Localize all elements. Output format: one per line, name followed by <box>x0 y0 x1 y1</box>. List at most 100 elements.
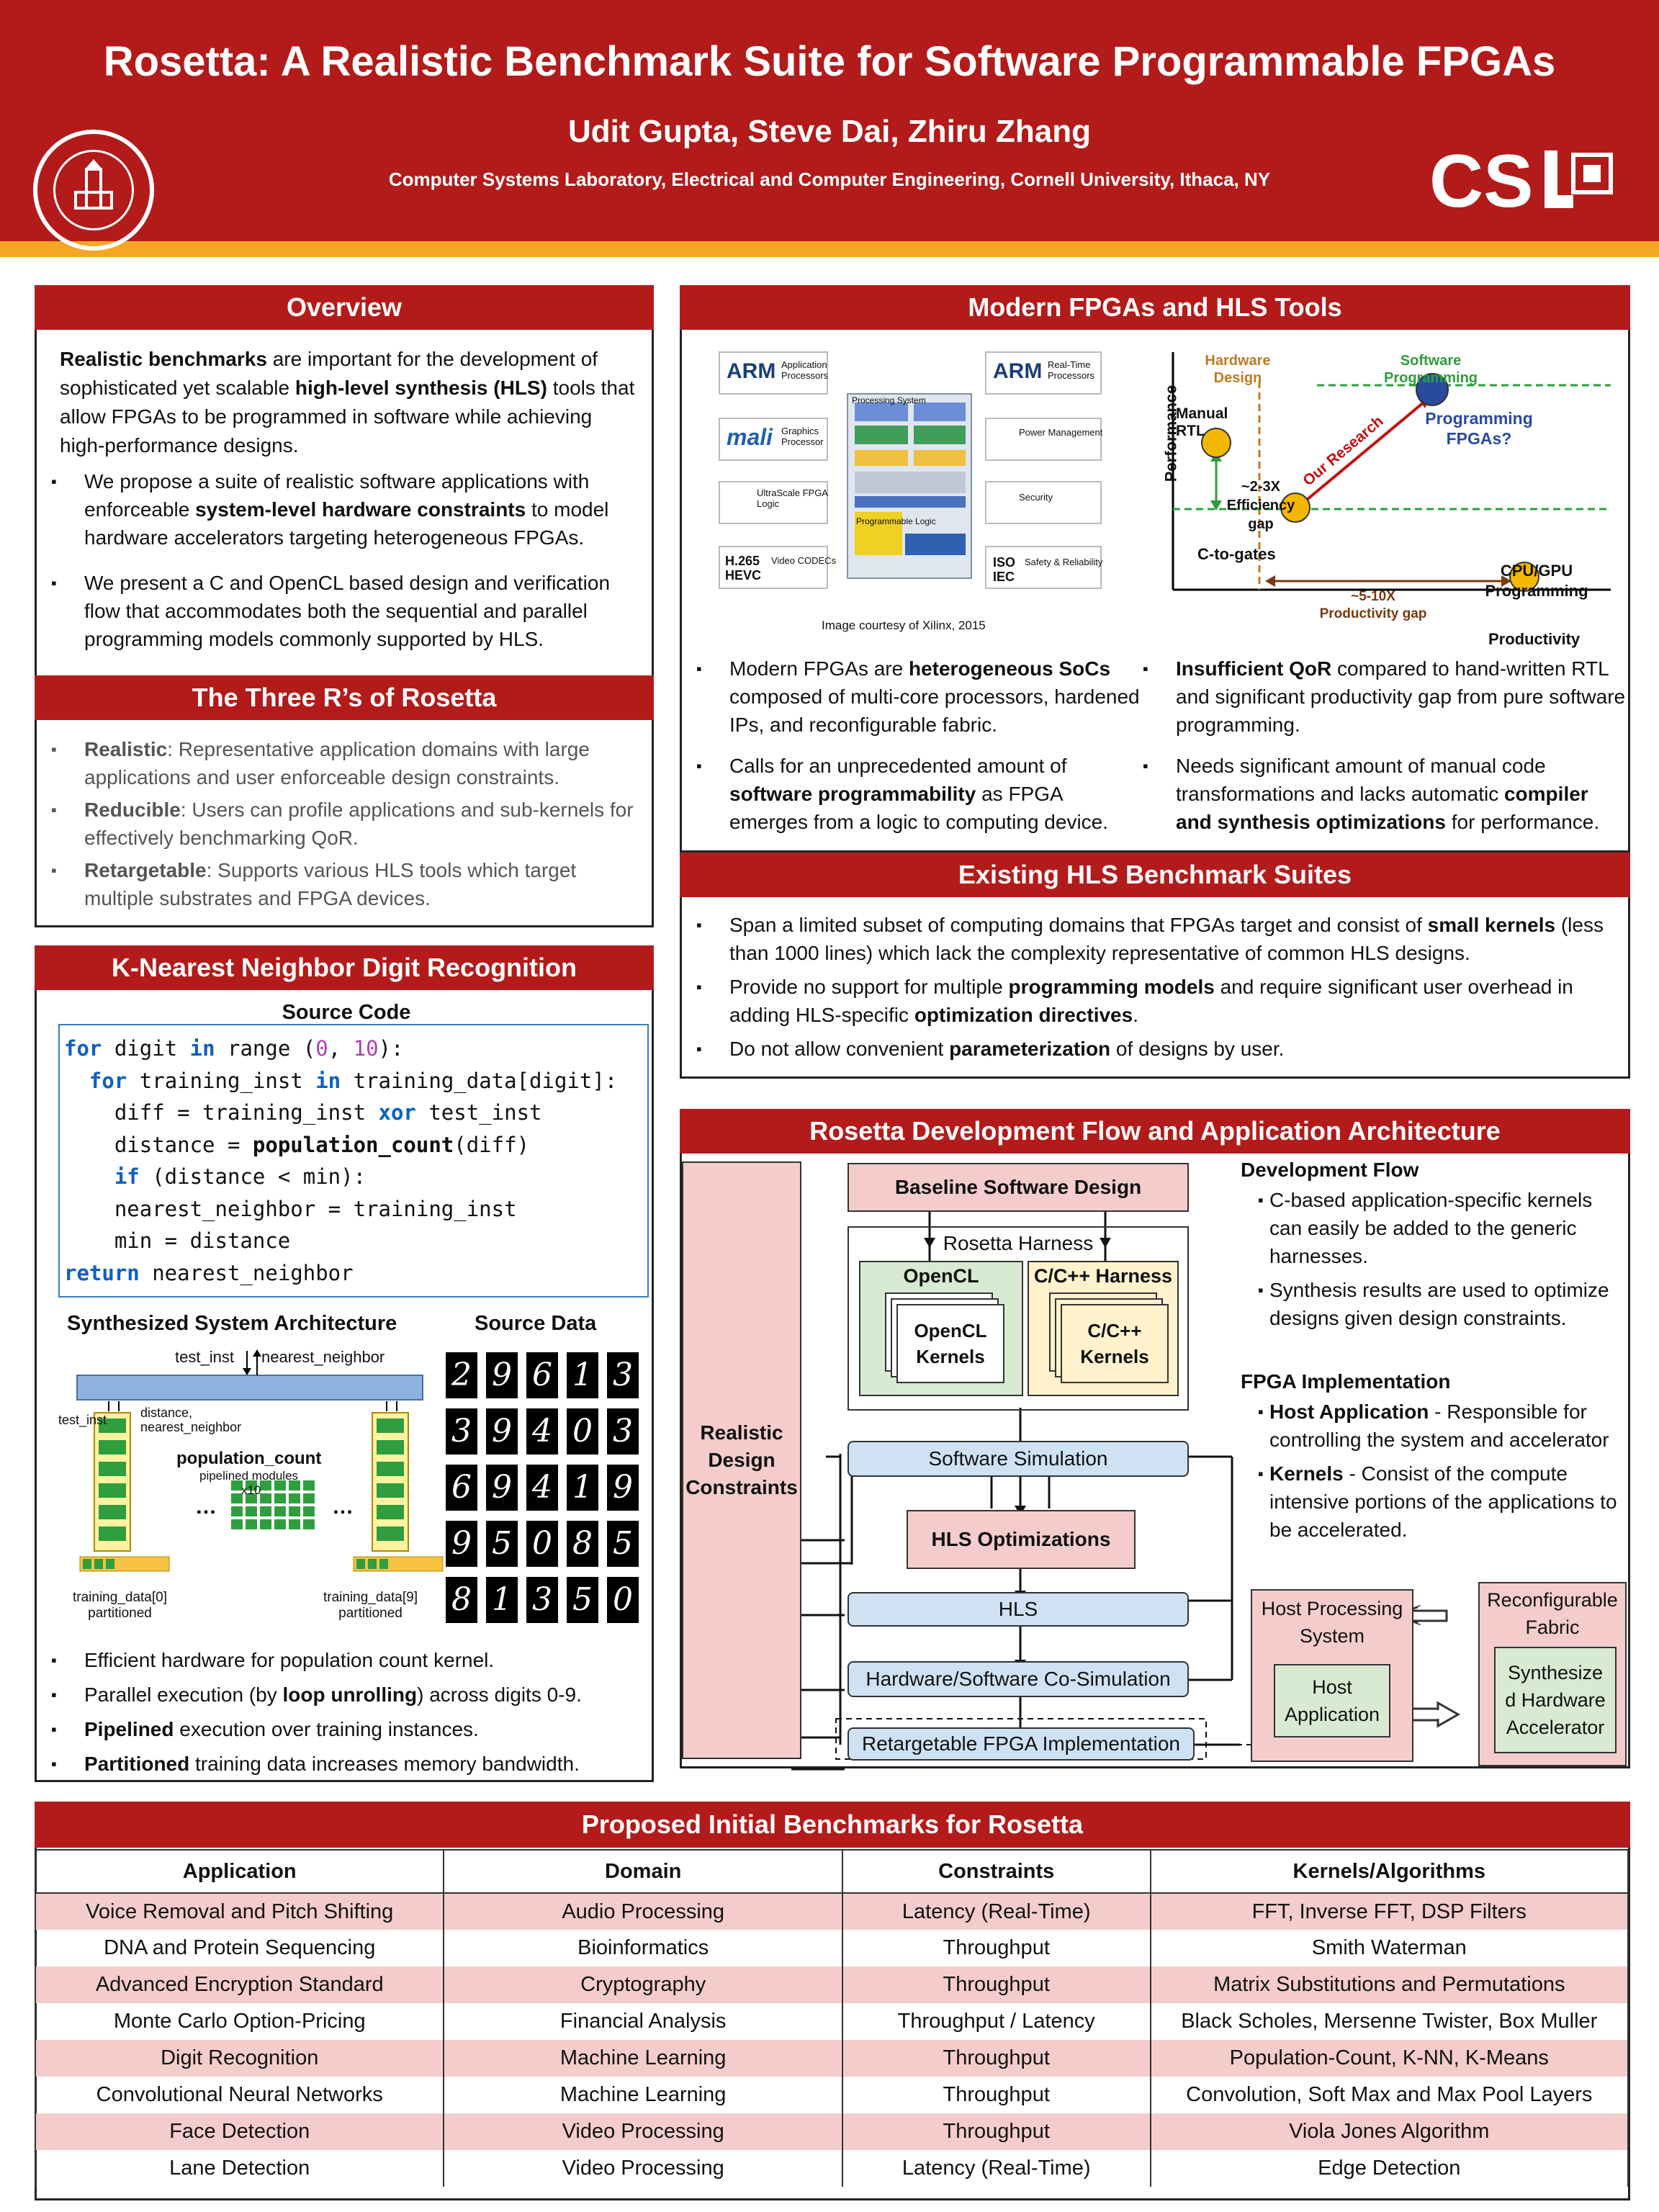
arch-label: Synthesized System Architecture <box>67 1312 397 1335</box>
cell-application: Advanced Encryption Standard <box>34 1966 445 2003</box>
knn-heading: K-Nearest Neighbor Digit Recognition <box>35 945 654 990</box>
cell-domain: Bioinformatics <box>443 1930 843 1966</box>
modern-right-bullets: Insufficient QoR compared to hand-writte… <box>1125 655 1629 846</box>
soc-arm1: ARM <box>727 359 776 383</box>
soc-hevc-sub: Video CODECs <box>771 555 837 566</box>
digit-cell: 5 <box>567 1577 598 1623</box>
dev-flow-heading: Rosetta Development Flow and Application… <box>680 1109 1630 1154</box>
three-rs-panel: The Three R’s of Rosetta Realistic: Repr… <box>35 675 654 927</box>
soc-hevc: H.265 HEVC <box>725 554 762 583</box>
soc-processing-system: Processing System <box>852 395 926 405</box>
existing-bullet-2: Provide no support for multiple programm… <box>679 973 1615 1029</box>
cell-domain: Audio Processing <box>443 1893 843 1930</box>
soc-block-diagram <box>719 351 1102 589</box>
digit-cell: 8 <box>567 1521 598 1567</box>
cornell-seal-icon <box>33 130 154 251</box>
existing-bullet-1: Span a limited subset of computing domai… <box>679 911 1615 967</box>
cell-application: Convolutional Neural Networks <box>34 2077 445 2113</box>
col-header-kernels: Kernels/Algorithms <box>1149 1849 1629 1894</box>
digit-cell: 4 <box>526 1408 558 1455</box>
existing-suites-panel: Existing HLS Benchmark Suites Span a lim… <box>680 853 1630 1079</box>
soc-mali: mali <box>727 424 773 450</box>
digit-cell: 5 <box>486 1521 518 1567</box>
chart-efficiency-gap: ~2-3X Efficiency gap <box>1226 479 1295 532</box>
digit-cell: 3 <box>526 1577 558 1623</box>
cell-constraints: Throughput / Latency <box>841 2003 1151 2040</box>
cell-kernels: Convolution, Soft Max and Max Pool Layer… <box>1149 2077 1629 2113</box>
digit-cell: 1 <box>567 1465 598 1511</box>
hls-box: HLS <box>848 1592 1189 1627</box>
digit-cell: 6 <box>446 1465 477 1511</box>
cell-domain: Machine Learning <box>443 2077 843 2113</box>
digit-cell: 9 <box>486 1408 518 1455</box>
dev-flow-bullets: C-based application-specific kernels can… <box>1241 1186 1629 1342</box>
arch-x10-label: x10 <box>241 1483 261 1497</box>
arch-test-inst-top: test_inst <box>175 1348 234 1366</box>
existing-suites-heading: Existing HLS Benchmark Suites <box>680 853 1630 897</box>
cell-kernels: Population-Count, K-NN, K-Means <box>1149 2040 1629 2077</box>
cell-kernels: Matrix Substitutions and Permutations <box>1149 1966 1629 2003</box>
soc-security: Security <box>1019 492 1053 503</box>
cell-kernels: Black Scholes, Mersenne Twister, Box Mul… <box>1149 2003 1629 2040</box>
soc-programmable-logic: Programmable Logic <box>856 516 936 526</box>
benchmarks-heading: Proposed Initial Benchmarks for Rosetta <box>35 1802 1630 1848</box>
cell-application: DNA and Protein Sequencing <box>34 1930 445 1966</box>
seal-inner-ring <box>53 150 134 230</box>
soc-image-credit: Image courtesy of Xilinx, 2015 <box>822 619 986 632</box>
modern-fpgas-heading: Modern FPGAs and HLS Tools <box>680 285 1630 330</box>
poster-header <box>0 0 1659 241</box>
digit-cell: 3 <box>607 1408 639 1455</box>
soc-arm1-sub: Application Processors <box>781 359 829 381</box>
cell-domain: Cryptography <box>443 1966 843 2003</box>
csl-logo-icon: CS <box>1429 140 1617 223</box>
impl-bullet-2: Kernels - Consist of the compute intensi… <box>1241 1460 1629 1544</box>
chart-hw-label: Hardware Design <box>1205 353 1271 386</box>
digit-cell: 0 <box>567 1408 598 1455</box>
digit-cell: 3 <box>607 1352 639 1398</box>
sw-sim-box: Software Simulation <box>848 1441 1189 1477</box>
digit-cell: 9 <box>607 1465 639 1511</box>
cell-constraints: Throughput <box>841 1966 1151 2003</box>
svg-text:…: … <box>195 1495 217 1519</box>
poster-title: Rosetta: A Realistic Benchmark Suite for… <box>103 38 1556 85</box>
benchmarks-header-row: Application Domain Constraints Kernels/A… <box>34 1849 1629 1894</box>
opencl-label: OpenCL <box>903 1265 979 1287</box>
existing-bullet-3: Do not allow convenient parameterization… <box>679 1035 1615 1063</box>
cell-constraints: Latency (Real-Time) <box>841 1893 1151 1930</box>
dev-flow-bullet-1: C-based application-specific kernels can… <box>1241 1186 1629 1270</box>
digit-cell: 2 <box>446 1352 477 1398</box>
cell-constraints: Throughput <box>841 1930 1151 1966</box>
arch-pipelined-label: pipelined modules <box>199 1469 299 1483</box>
cell-domain: Machine Learning <box>443 2040 843 2077</box>
poster-affiliation: Computer Systems Laboratory, Electrical … <box>388 168 1271 190</box>
overview-intro-text-2: tools that allow FPGAs to be programmed … <box>60 377 635 457</box>
chart-xlabel: Productivity <box>1488 630 1581 648</box>
digit-cell: 5 <box>607 1521 639 1567</box>
overview-bullet-2: We present a C and OpenCL based design a… <box>34 569 646 653</box>
modern-left-bullet-1: Modern FPGAs are heterogeneous SoCs comp… <box>679 655 1140 739</box>
cell-constraints: Throughput <box>841 2113 1151 2150</box>
existing-bullets: Span a limited subset of computing domai… <box>679 911 1615 1073</box>
modern-right-bullet-1: Insufficient QoR compared to hand-writte… <box>1125 655 1629 739</box>
fabric-label: Reconfigurable Fabric <box>1487 1589 1618 1638</box>
digit-cell: 9 <box>486 1352 518 1398</box>
overview-intro-text-1: are important for the development of sop… <box>60 348 598 399</box>
hps-label: Host Processing System <box>1261 1598 1403 1647</box>
r-realistic: Realistic: Representative application do… <box>34 735 646 791</box>
chart-manual-rtl: Manual RTL <box>1176 405 1228 439</box>
cell-constraints: Latency (Real-Time) <box>841 2150 1151 2187</box>
digit-cell: 1 <box>567 1352 598 1398</box>
impl-text-title: FPGA Implementation <box>1241 1370 1451 1393</box>
chart-prod-gap: ~5-10X Productivity gap <box>1319 589 1427 621</box>
cell-kernels: FFT, Inverse FFT, DSP Filters <box>1149 1893 1629 1930</box>
digit-cell: 1 <box>486 1577 518 1623</box>
digit-grid: 2 9 6 1 3 3 9 4 0 3 6 9 4 1 9 9 5 0 8 5 … <box>446 1352 642 1633</box>
retarget-box: Retargetable FPGA Implementation <box>848 1727 1195 1761</box>
arch-td0-label: training_data[0] partitioned <box>73 1590 167 1621</box>
cosim-box: Hardware/Software Co-Simulation <box>848 1661 1189 1697</box>
overview-bullet-1: We propose a suite of realistic software… <box>34 467 646 552</box>
digit-cell: 9 <box>446 1521 477 1567</box>
arch-distance-label: distance, nearest_neighbor <box>140 1406 242 1434</box>
